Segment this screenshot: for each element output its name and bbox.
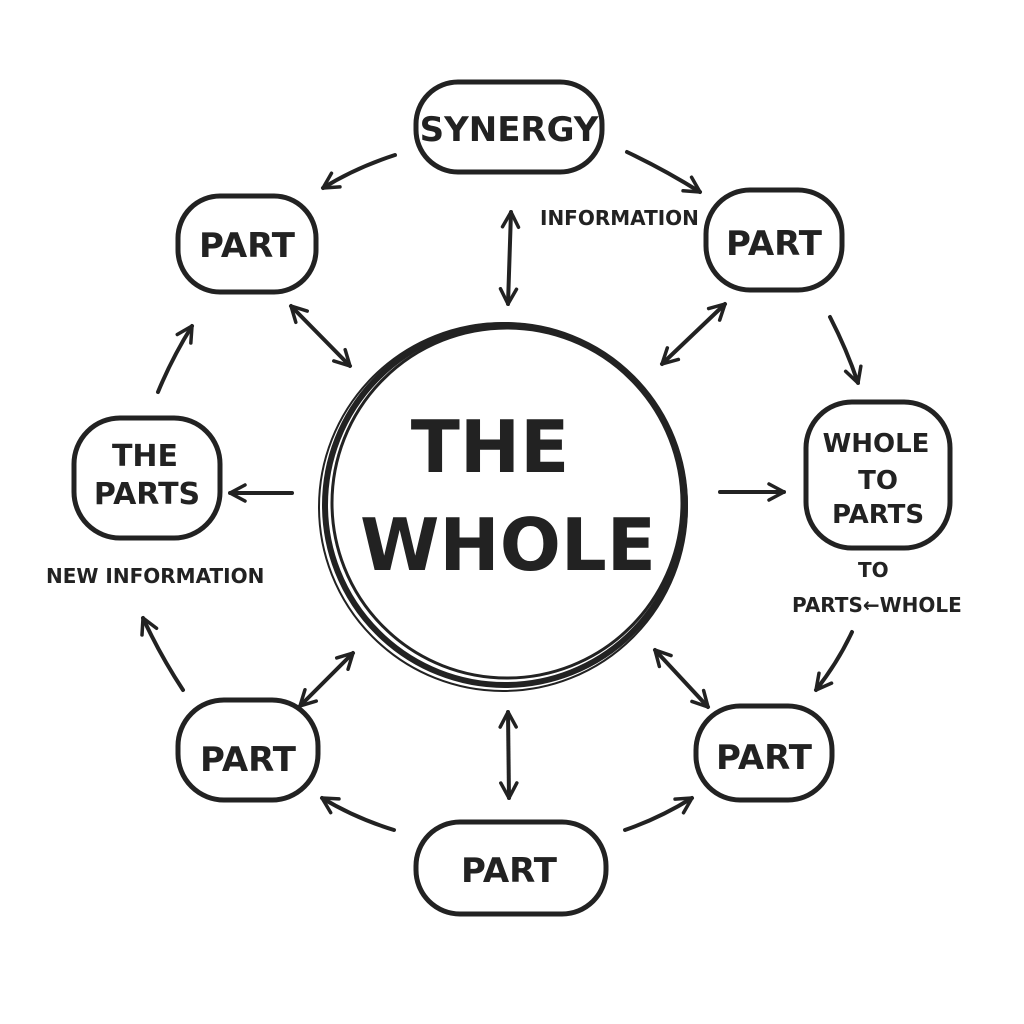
arrow-center-synergy-bidirectional [498,210,521,306]
part-node-top-left-border [175,193,319,295]
new-information-label: NEW INFORMATION [46,564,264,588]
center-circle [322,322,688,688]
arrow-part-bottom-to-part-bottom-right [623,796,694,832]
part-node-bottom: PART [413,819,609,917]
whole-to-parts-label-line1: WHOLE [823,429,930,459]
arrow-synergy-to-part-top-left [321,153,397,190]
information-label: INFORMATION [540,206,699,230]
center-circle-inner [330,326,684,680]
part-top-left-label: PART [199,226,296,266]
part-node-top-left: PART [175,193,319,295]
arrow-center-part-bottom-bidirectional [498,710,519,800]
arrow-the-parts-to-part-top-left [156,324,194,394]
the-parts-node: THE PARTS [71,415,223,541]
part-node-top-right: PART [703,187,845,293]
part-node-bottom-right-border [693,703,835,803]
arrow-synergy-to-part-top-right [625,150,702,194]
arrow-center-part-bottom-right-bidirectional [653,648,710,709]
center-title-line2: WHOLE [360,503,656,587]
arrow-center-part-top-right-bidirectional [660,302,727,366]
part-bottom-left-label: PART [200,740,297,780]
part-node-bottom-right: PART [693,703,835,803]
arrow-part-bottom-left-to-new-information [140,616,185,692]
arrow-part-top-right-to-whole-to-parts [828,315,863,385]
whole-to-parts-label-line3: PARTS [832,500,924,530]
center-node-the-whole: THE WHOLE [318,322,688,692]
part-bottom-right-label: PART [716,738,813,778]
synergy-node: SYNERGY [413,79,605,175]
part-node-bottom-left-border [175,697,321,803]
part-top-right-label: PART [726,224,823,264]
part-bottom-label: PART [461,851,558,891]
the-parts-node-border [71,415,223,541]
arrow-center-part-top-left-bidirectional [289,304,352,368]
synergy-label: SYNERGY [420,110,599,150]
arrow-part-bottom-to-part-bottom-left [320,796,396,832]
the-parts-label-line2: PARTS [94,477,200,512]
center-circle-outer [318,322,688,692]
center-title-line1: THE [411,405,570,489]
whole-to-parts-node: WHOLE TO PARTS [803,399,953,551]
synergy-node-border [413,79,605,175]
part-node-bottom-border [413,819,609,917]
the-parts-label-line1: THE [112,439,178,474]
arrow-whole-to-parts-to-part-bottom-right [814,630,854,692]
whole-to-parts-node-border [803,399,953,551]
parts-whole-label: PARTS←WHOLE [792,593,962,617]
arrow-center-part-bottom-left-bidirectional [298,651,355,708]
part-node-top-right-border [703,187,845,293]
to-label: TO [858,558,889,582]
part-node-bottom-left: PART [175,697,321,803]
whole-to-parts-label-line2: TO [858,466,898,496]
